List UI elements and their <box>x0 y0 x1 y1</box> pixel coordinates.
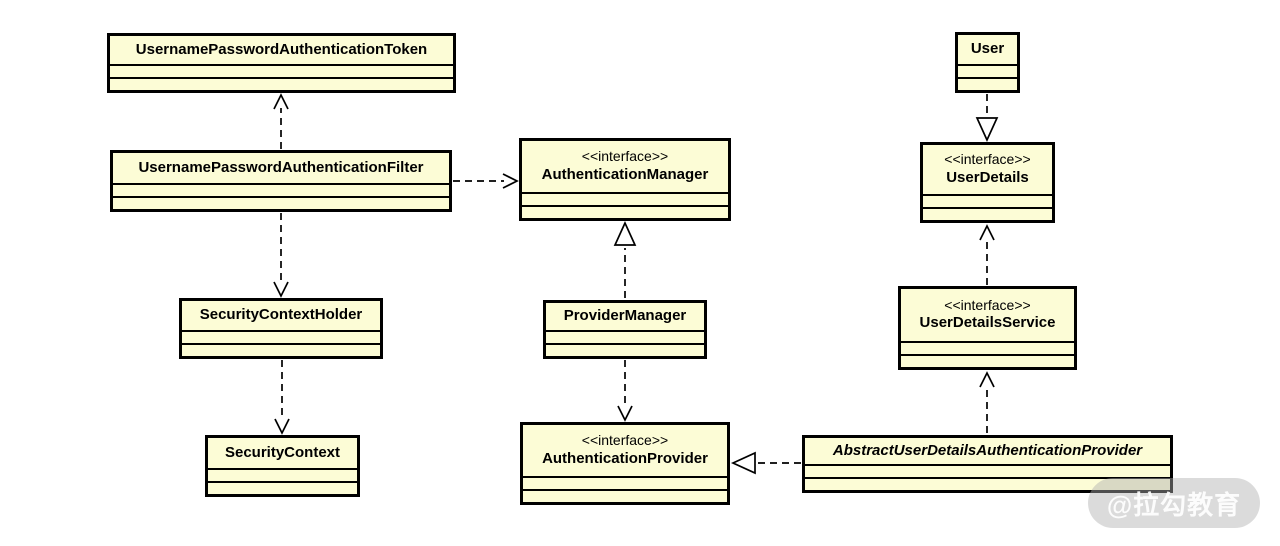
interface-stereotype: <<interface>> <box>944 296 1031 313</box>
dependency-arrow-provider-manager-to-authentication-provider <box>617 360 633 422</box>
operations-compartment <box>805 477 1170 490</box>
interface-authentication-manager: <<interface>> AuthenticationManager <box>519 138 731 221</box>
class-name: SecurityContextHolder <box>199 306 363 324</box>
operations-compartment <box>546 343 704 356</box>
dependency-arrow-user-details-service-to-user-details <box>979 224 995 285</box>
operations-compartment <box>901 354 1074 367</box>
class-security-context: SecurityContext <box>205 435 360 497</box>
operations-compartment <box>923 207 1052 220</box>
operations-compartment <box>113 196 449 209</box>
attributes-compartment <box>901 341 1074 354</box>
operations-compartment <box>110 77 453 90</box>
class-title: SecurityContextHolder <box>182 301 380 330</box>
class-name: UsernamePasswordAuthenticationToken <box>135 40 428 58</box>
dependency-arrow-filter-to-security-context-holder <box>273 213 289 298</box>
class-name: AuthenticationProvider <box>542 449 708 467</box>
class-user: User <box>955 32 1020 93</box>
class-name: SecurityContext <box>224 443 341 461</box>
class-title: AbstractUserDetailsAuthenticationProvide… <box>805 438 1170 464</box>
class-title: User <box>958 35 1017 64</box>
interface-authentication-provider: <<interface>> AuthenticationProvider <box>520 422 730 505</box>
class-name: AuthenticationManager <box>541 165 709 183</box>
dependency-arrow-filter-to-token <box>273 93 289 149</box>
dependency-arrow-security-context-holder-to-security-context <box>274 360 290 435</box>
class-username-password-authentication-filter: UsernamePasswordAuthenticationFilter <box>110 150 452 212</box>
class-name: UserDetails <box>946 168 1029 186</box>
watermark-badge: @拉勾教育 <box>1088 478 1260 528</box>
interface-user-details: <<interface>> UserDetails <box>920 142 1055 223</box>
class-name: UsernamePasswordAuthenticationFilter <box>138 158 424 176</box>
interface-stereotype: <<interface>> <box>581 432 669 449</box>
class-title: <<interface>> AuthenticationManager <box>522 141 728 192</box>
attributes-compartment <box>523 476 727 489</box>
interface-user-details-service: <<interface>> UserDetailsService <box>898 286 1077 370</box>
dependency-arrow-filter-to-authentication-manager <box>453 173 519 189</box>
class-security-context-holder: SecurityContextHolder <box>179 298 383 359</box>
operations-compartment <box>523 489 727 502</box>
operations-compartment <box>208 481 357 494</box>
realization-arrow-abstract-provider-to-authentication-provider <box>730 451 801 475</box>
attributes-compartment <box>923 194 1052 207</box>
class-name: ProviderManager <box>563 307 687 325</box>
realization-arrow-user-to-user-details <box>975 94 999 143</box>
operations-compartment <box>522 205 728 218</box>
class-title: <<interface>> UserDetails <box>923 145 1052 194</box>
interface-stereotype: <<interface>> <box>944 151 1031 168</box>
class-title: <<interface>> AuthenticationProvider <box>523 425 727 476</box>
attributes-compartment <box>546 330 704 343</box>
attributes-compartment <box>113 183 449 196</box>
attributes-compartment <box>958 64 1017 77</box>
class-name: UserDetailsService <box>919 314 1056 332</box>
attributes-compartment <box>805 464 1170 477</box>
class-name: User <box>970 40 1005 58</box>
realization-arrow-provider-manager-to-authentication-manager <box>613 220 637 298</box>
class-username-password-authentication-token: UsernamePasswordAuthenticationToken <box>107 33 456 93</box>
dependency-arrow-abstract-provider-to-user-details-service <box>979 371 995 433</box>
class-title: UsernamePasswordAuthenticationToken <box>110 36 453 64</box>
class-title: UsernamePasswordAuthenticationFilter <box>113 153 449 183</box>
class-title: SecurityContext <box>208 438 357 468</box>
interface-stereotype: <<interface>> <box>581 148 669 165</box>
attributes-compartment <box>110 64 453 77</box>
class-provider-manager: ProviderManager <box>543 300 707 359</box>
attributes-compartment <box>182 330 380 343</box>
operations-compartment <box>182 343 380 356</box>
class-title: <<interface>> UserDetailsService <box>901 289 1074 341</box>
class-title: ProviderManager <box>546 303 704 330</box>
operations-compartment <box>958 77 1017 90</box>
attributes-compartment <box>522 192 728 205</box>
class-name: AbstractUserDetailsAuthenticationProvide… <box>832 441 1143 459</box>
abstract-class-abstract-user-details-authentication-provider: AbstractUserDetailsAuthenticationProvide… <box>802 435 1173 493</box>
attributes-compartment <box>208 468 357 481</box>
